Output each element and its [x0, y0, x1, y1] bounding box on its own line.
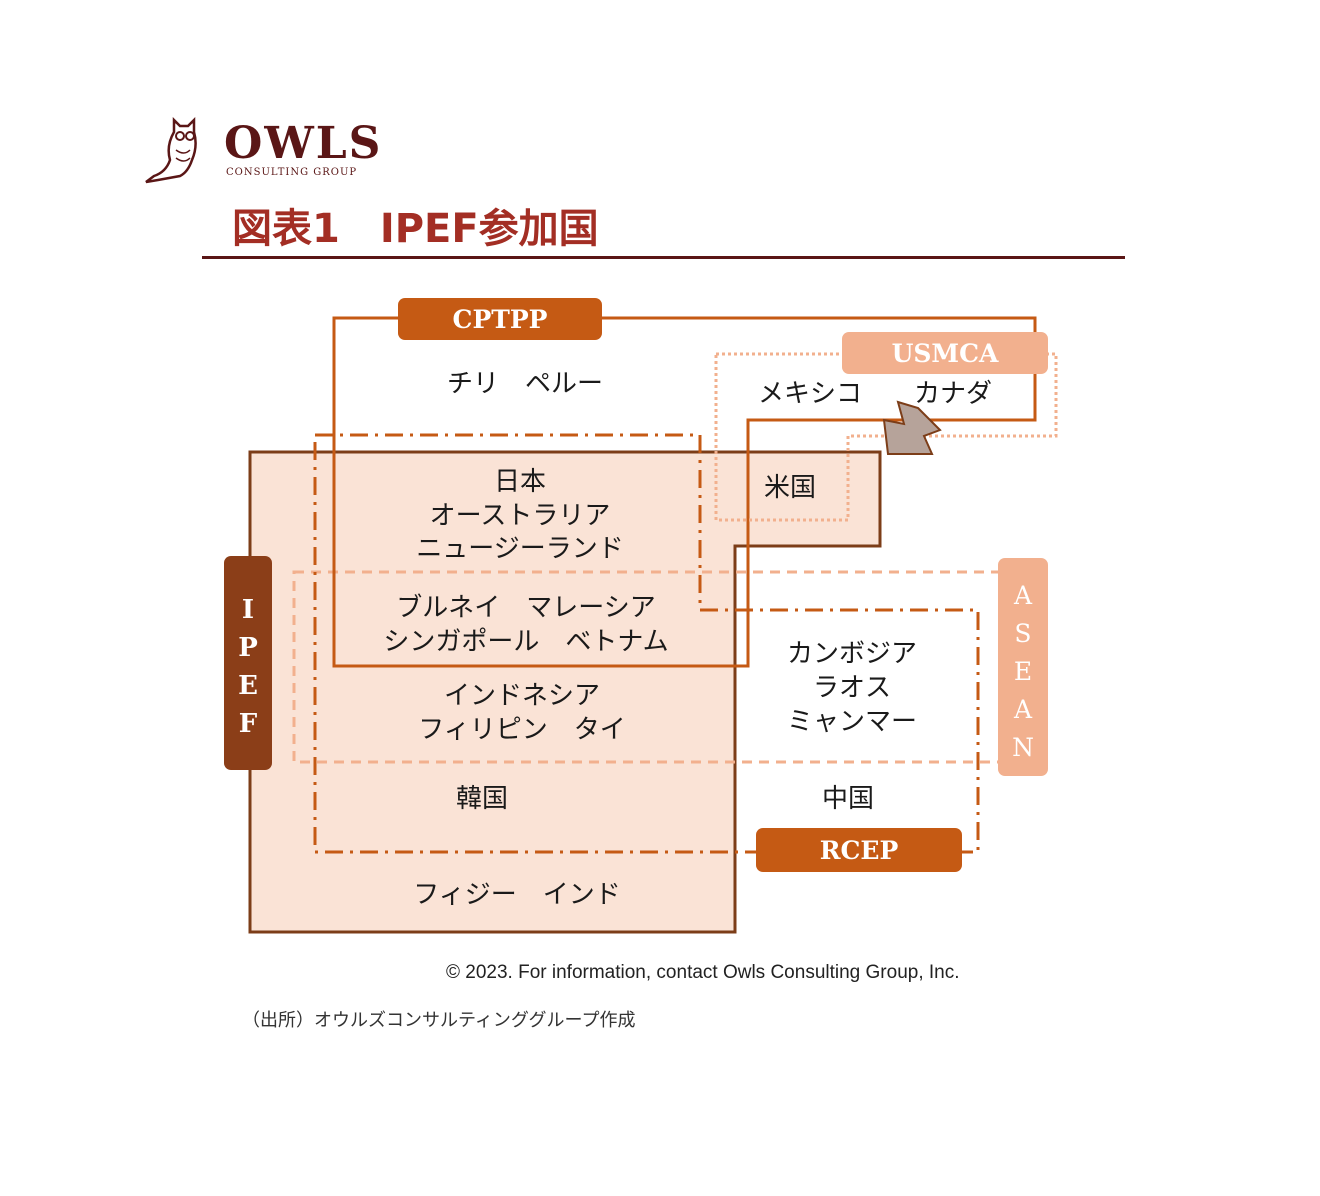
usmca-label-box — [842, 332, 1048, 374]
usmca-region — [714, 352, 1058, 522]
country-chile-peru: チリ ペルー — [447, 369, 603, 399]
ipef-label-letter: E — [238, 671, 258, 701]
ipef-label-box — [224, 556, 272, 770]
source-note: （出所）オウルズコンサルティンググループ作成 — [242, 1010, 636, 1031]
country-philippines-thailand: フィリピン タイ — [418, 715, 625, 745]
cptpp-region — [332, 316, 1037, 668]
country-fiji-india: フィジー インド — [413, 880, 620, 910]
asean-label-box — [998, 558, 1048, 776]
title-divider — [202, 256, 1125, 259]
country-singapore-vietnam: シンガポール ベトナム — [383, 627, 668, 657]
logo-wordmark: OWLS — [224, 118, 383, 169]
country-new-zealand: ニュージーランド — [416, 534, 623, 564]
asean-label-letter: S — [1014, 619, 1031, 648]
owls-logo: OWLS CONSULTING GROUP — [140, 110, 400, 190]
ipef-label-letter: F — [239, 709, 258, 739]
country-laos: ラオス — [813, 673, 891, 703]
cptpp-label-box — [398, 298, 602, 340]
country-mexico-canada: メキシコ カナダ — [758, 379, 992, 409]
ipef-label-letter: P — [238, 633, 258, 663]
page-title: 図表1 IPEF参加国 — [232, 206, 599, 252]
cptpp-label: CPTPP — [453, 305, 548, 334]
asean-label-letter: E — [1014, 657, 1032, 686]
usmca-arrow — [882, 400, 942, 455]
country-indonesia: インドネシア — [444, 681, 600, 711]
asean-label-letter: A — [1013, 581, 1033, 610]
rcep-label-box — [756, 828, 962, 872]
ipef-label-letter: I — [242, 595, 254, 625]
asean-label-letter: N — [1012, 733, 1034, 762]
country-australia: オーストラリア — [430, 501, 611, 531]
copyright-notice: © 2023. For information, contact Owls Co… — [446, 962, 960, 983]
country-cambodia: カンボジア — [787, 639, 917, 669]
country-usa: 米国 — [764, 473, 816, 503]
country-brunei-malaysia: ブルネイ マレーシア — [396, 593, 655, 623]
country-korea: 韓国 — [456, 784, 508, 814]
asean-label-letter: A — [1013, 695, 1033, 724]
country-myanmar: ミャンマー — [787, 707, 917, 737]
country-japan: 日本 — [494, 467, 546, 497]
rcep-label: RCEP — [820, 836, 899, 865]
logo-subtitle: CONSULTING GROUP — [226, 167, 358, 178]
owl-icon — [145, 116, 197, 184]
rcep-region — [313, 433, 980, 854]
usmca-label: USMCA — [892, 339, 999, 368]
country-china: 中国 — [822, 784, 874, 814]
